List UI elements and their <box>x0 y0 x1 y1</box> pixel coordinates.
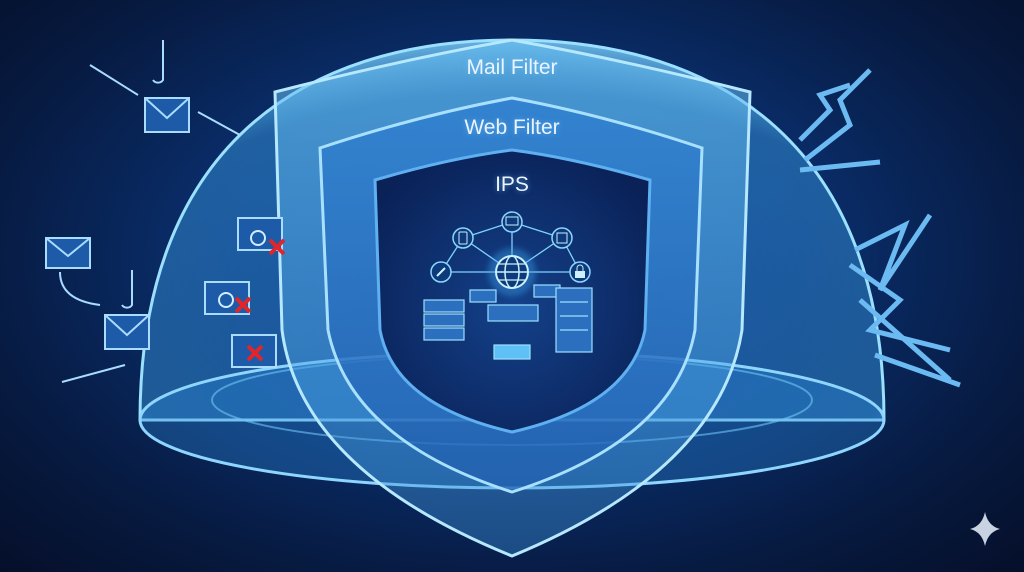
blocked-website-icon <box>204 281 252 315</box>
mail-filter-label: Mail Filter <box>466 56 558 79</box>
phishing-email-icon <box>89 40 241 136</box>
ips-label: IPS <box>495 173 529 196</box>
document-icon <box>551 227 573 249</box>
attack-arrows-icon <box>848 213 961 388</box>
attack-arrows-icon <box>798 68 881 173</box>
server-icon <box>423 284 593 360</box>
lock-icon <box>569 261 591 283</box>
globe-icon <box>488 248 536 296</box>
mobile-icon <box>452 227 474 249</box>
blocked-website-icon <box>237 217 286 256</box>
email-icon <box>45 237 101 306</box>
sparkle-icon <box>970 512 1000 546</box>
web-filter-label: Web Filter <box>464 116 560 139</box>
link-icon <box>430 261 452 283</box>
phishing-email-icon <box>61 270 150 383</box>
monitor-icon <box>501 211 523 233</box>
blocked-website-icon <box>231 334 277 368</box>
